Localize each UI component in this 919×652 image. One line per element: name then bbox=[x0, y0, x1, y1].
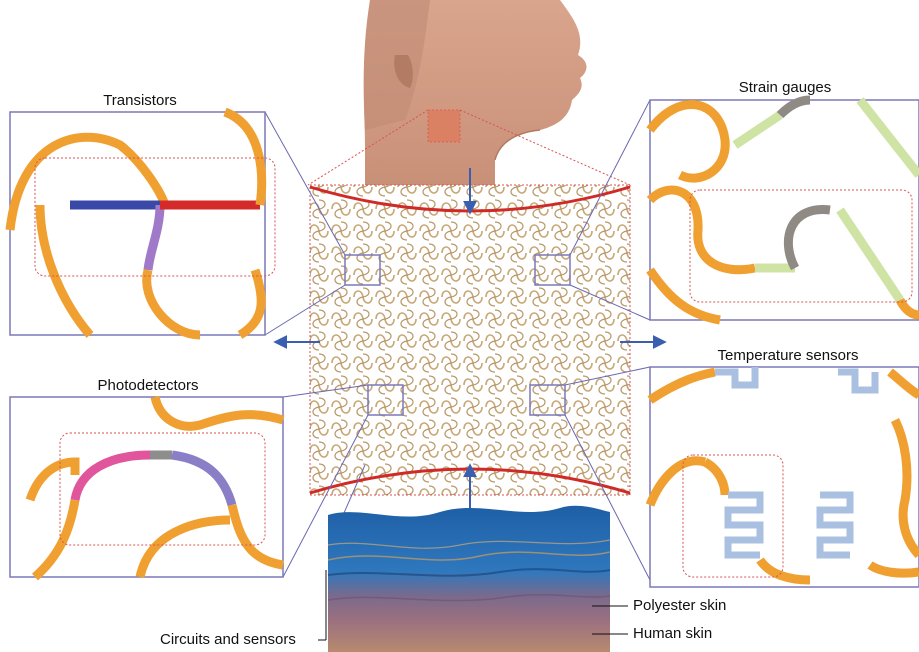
human-skin-label: Human skin bbox=[633, 625, 712, 642]
transistors-label: Transistors bbox=[103, 92, 177, 109]
photodetectors-panel bbox=[10, 397, 283, 577]
circuits-and-sensors-label: Circuits and sensors bbox=[160, 631, 296, 648]
temperature-sensors-label: Temperature sensors bbox=[718, 347, 859, 364]
skin-cross-section bbox=[328, 506, 610, 652]
polyester-skin-label: Polyester skin bbox=[633, 597, 726, 614]
strain-gauges-label: Strain gauges bbox=[739, 79, 832, 96]
temperature-sensors-panel bbox=[650, 367, 919, 587]
strain-gauges-panel bbox=[650, 100, 919, 320]
photodetectors-label: Photodetectors bbox=[98, 377, 199, 394]
transistors-panel bbox=[10, 112, 275, 335]
head-illustration bbox=[364, 0, 587, 185]
